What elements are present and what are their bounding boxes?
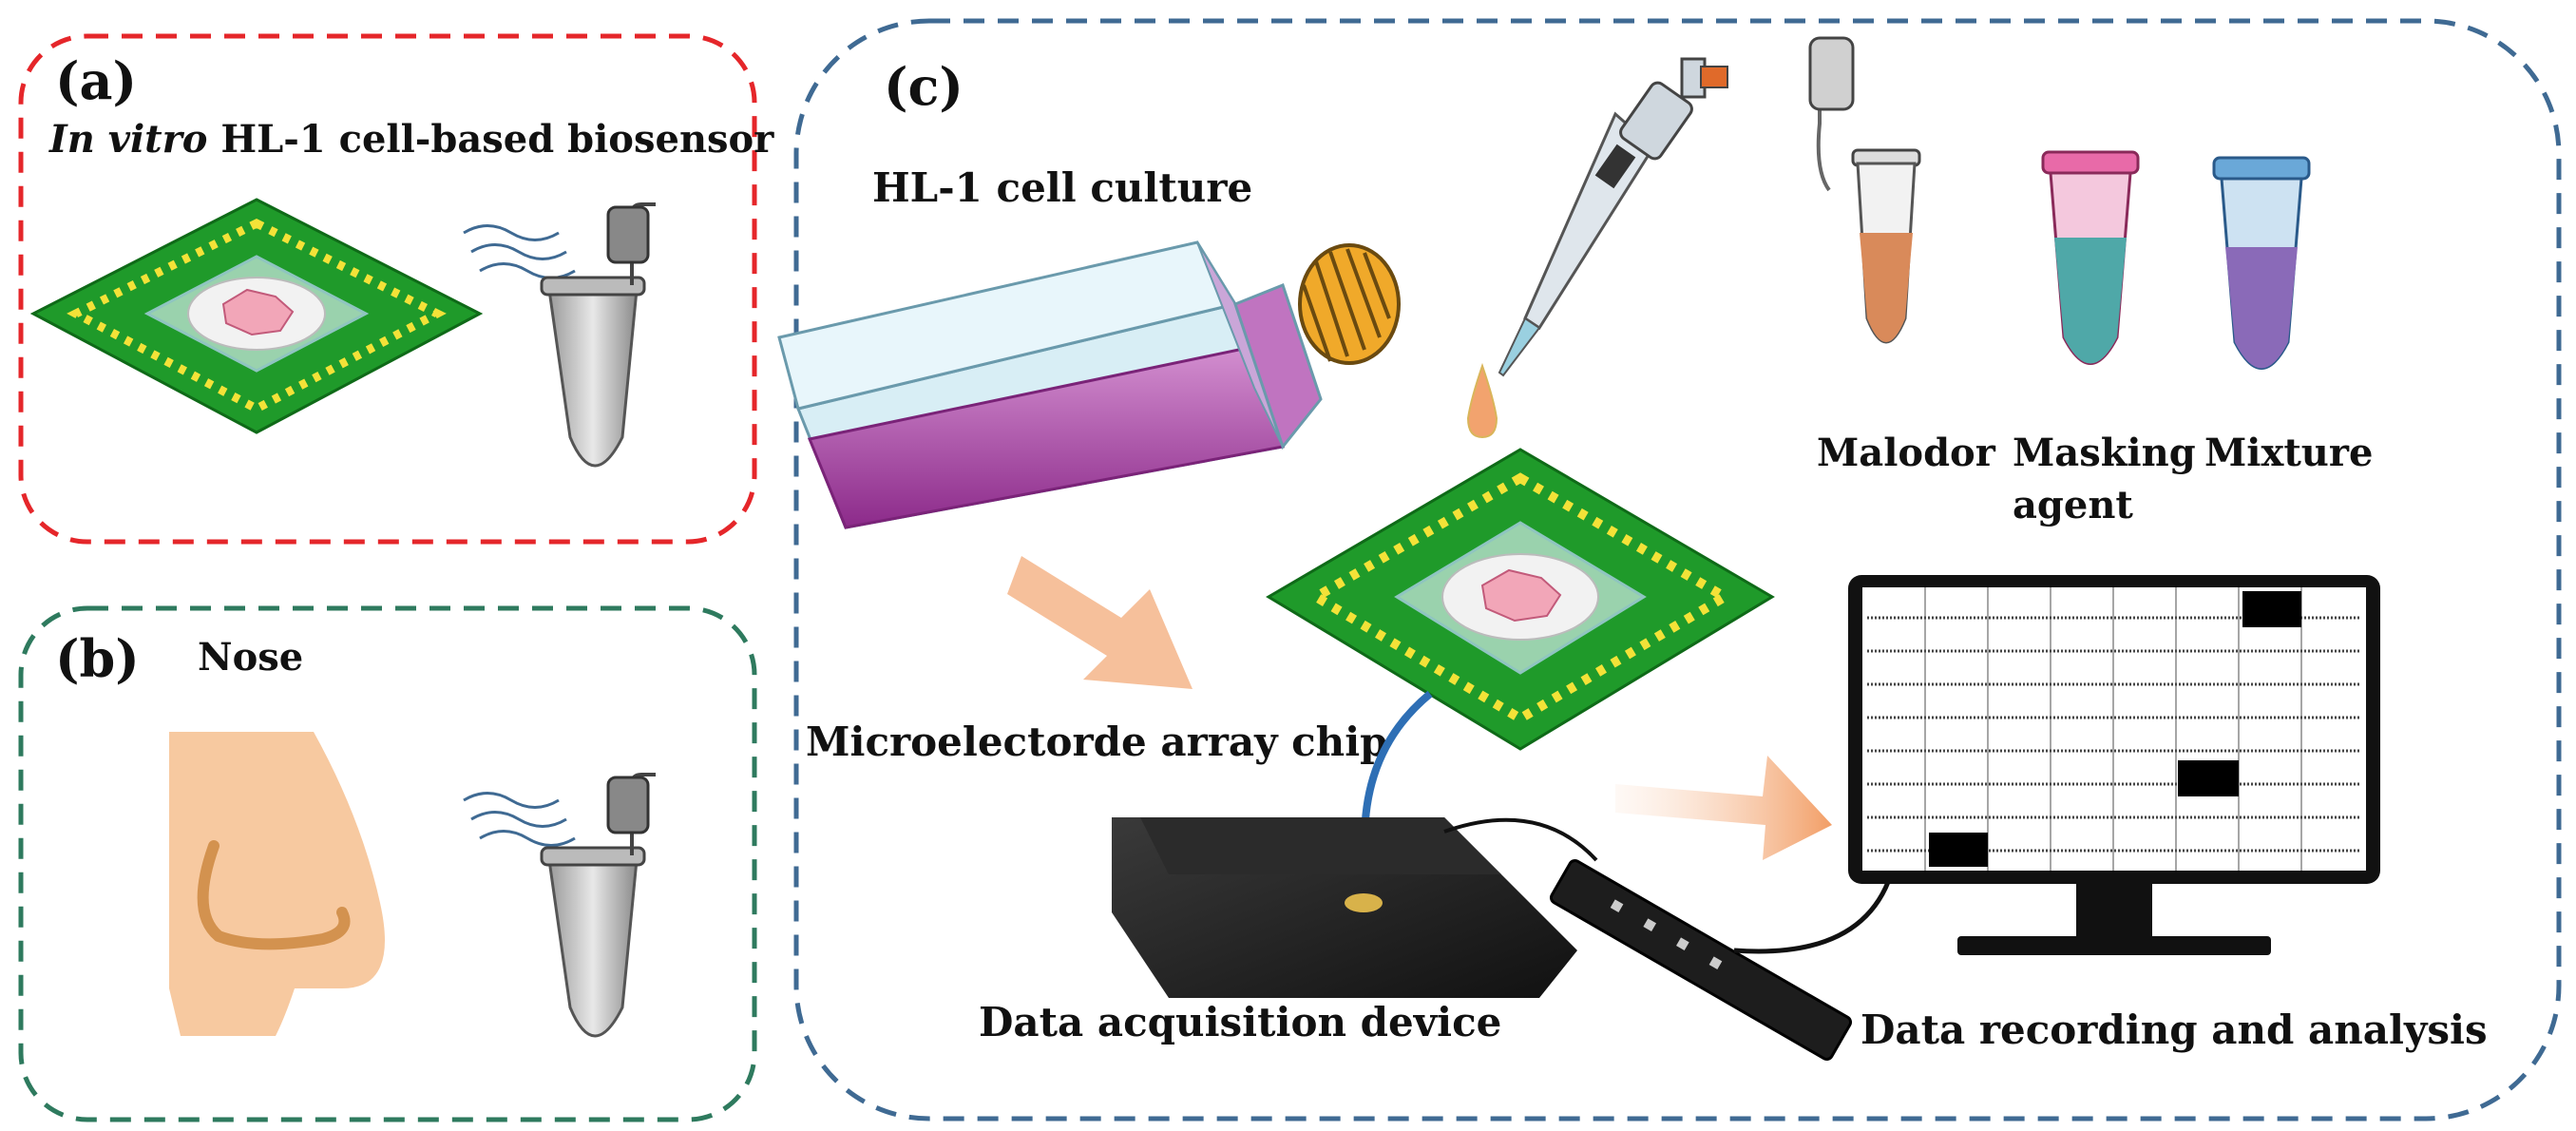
tube-mixture	[2212, 156, 2311, 370]
monitor-cable	[1733, 873, 1894, 954]
monitor	[1848, 575, 2380, 955]
panel-b: (b) Nose	[18, 605, 757, 1122]
masking-liquid	[2054, 238, 2127, 364]
tube-malodor	[1808, 36, 1921, 344]
arrow-flask-to-chip	[1007, 556, 1193, 689]
panel-c-label: (c)	[884, 56, 964, 117]
odor-waves-b	[463, 792, 576, 847]
monitor-grid	[1924, 587, 2302, 871]
tube-label-mixture: Mixture	[2204, 431, 2373, 475]
tube-masking	[2041, 150, 2140, 365]
panel-a: (a) In vitro HL-1 cell-based biosensor	[18, 33, 774, 545]
mixture-liquid	[2225, 247, 2298, 369]
panel-a-label: (a)	[55, 50, 137, 111]
tube-a	[540, 202, 656, 468]
malodor-liquid	[1860, 233, 1913, 342]
chip-label: Microelectorde array chip	[806, 719, 1388, 765]
tube-b	[540, 773, 656, 1038]
panel-b-border	[18, 605, 757, 1122]
droplet	[1466, 362, 1498, 439]
odor-waves-a	[463, 224, 576, 279]
panel-b-title: Nose	[198, 635, 303, 680]
panel-c: (c) HL-1 cell culture Microelectorde arr…	[777, 18, 2562, 1121]
data-acquisition-device	[1112, 817, 1577, 998]
panel-b-label: (b)	[55, 628, 140, 689]
tube-label-masking-1: Masking	[2013, 431, 2196, 475]
culture-flask	[777, 240, 1401, 529]
mea-chip-c	[1266, 448, 1775, 751]
culture-label: HL-1 cell culture	[872, 164, 1252, 211]
monitor-screen	[1862, 587, 2366, 871]
panel-a-title: In vitro HL-1 cell-based biosensor	[48, 117, 774, 162]
panel-a-border	[18, 33, 757, 545]
mea-chip-a	[29, 198, 484, 434]
tube-label-malodor: Malodor	[1817, 431, 1996, 475]
arrow-chip-to-monitor	[1615, 756, 1832, 860]
nose-illustration	[169, 732, 385, 1036]
device-cable	[1443, 817, 1598, 862]
panel-a-title-italic: In vitro	[48, 117, 207, 162]
panel-c-border	[793, 18, 2562, 1121]
pipette	[1498, 57, 1728, 377]
recording-label: Data recording and analysis	[1860, 1006, 2488, 1053]
amplifier-bar	[1549, 859, 1853, 1061]
flask-cap	[1298, 243, 1401, 365]
tube-label-masking-2: agent	[2013, 483, 2133, 527]
daq-label: Data acquisition device	[979, 999, 1501, 1045]
panel-a-title-rest: HL-1 cell-based biosensor	[207, 117, 774, 162]
